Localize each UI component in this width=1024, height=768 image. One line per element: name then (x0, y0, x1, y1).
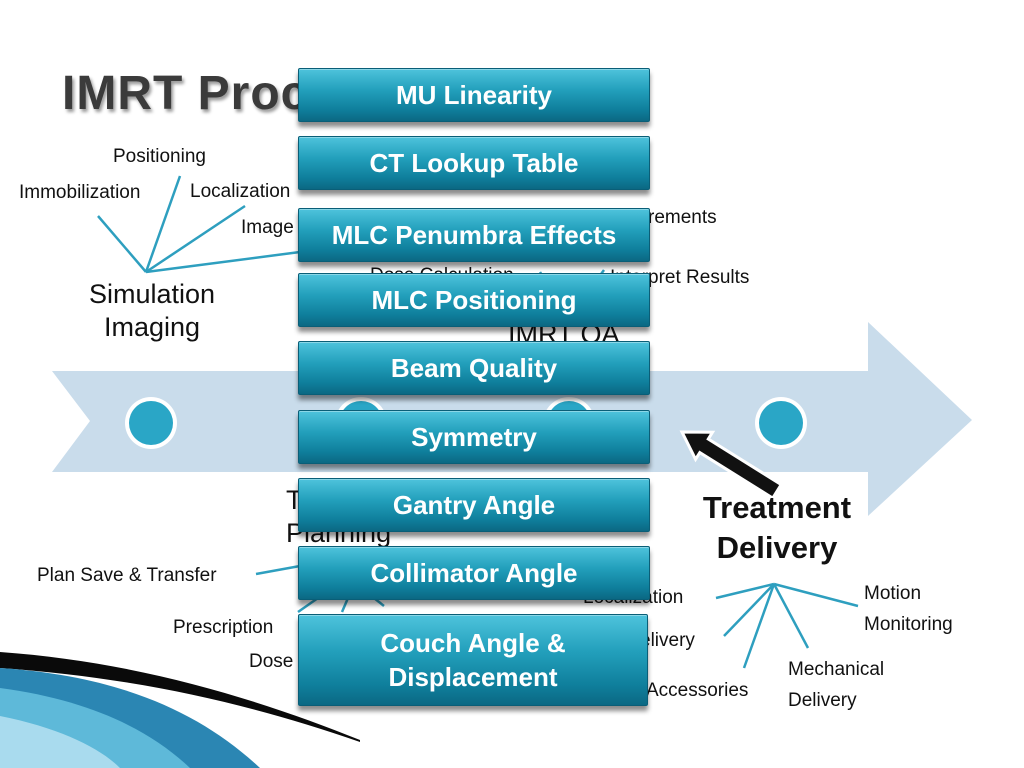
qa-check-beam-quality[interactable]: Beam Quality (298, 341, 650, 395)
simulation-branch-lines (97, 175, 301, 274)
qa-check-collimator-angle[interactable]: Collimator Angle (298, 546, 650, 600)
branch-label-motion-monitoring: Motion Monitoring (864, 583, 953, 635)
branch-label-localization: Localization (190, 181, 291, 202)
pointer-arrow-icon (679, 430, 784, 501)
stage-node-icon (125, 397, 177, 449)
stage-label-delivery: Treatment Delivery (702, 490, 852, 565)
branch-label-positioning: Positioning (113, 146, 206, 167)
branch-label-image: Image (241, 217, 294, 238)
branch-label-immobilization: Immobilization (19, 182, 141, 203)
corner-wave-decoration (0, 652, 360, 768)
slide-title: IMRT Proc (62, 67, 309, 120)
qa-check-couch-angle-displacement[interactable]: Couch Angle & Displacement (298, 614, 648, 706)
branch-label-prescription: Prescription (173, 617, 274, 638)
delivery-branch-lines (715, 582, 859, 669)
branch-label-delivery: elivery (640, 630, 695, 651)
qa-check-symmetry[interactable]: Symmetry (298, 410, 650, 464)
qa-check-mlc-penumbra-effects[interactable]: MLC Penumbra Effects (298, 208, 650, 262)
qa-check-gantry-angle[interactable]: Gantry Angle (298, 478, 650, 532)
branch-label-plan-save-transfer: Plan Save & Transfer (37, 565, 217, 586)
qa-check-ct-lookup-table[interactable]: CT Lookup Table (298, 136, 650, 190)
qa-check-mu-linearity[interactable]: MU Linearity (298, 68, 650, 122)
stage-node-icon (755, 397, 807, 449)
branch-label-measurements: rements (648, 207, 717, 228)
stage-label-simulation: Simulation Imaging (88, 279, 216, 342)
qa-check-mlc-positioning[interactable]: MLC Positioning (298, 273, 650, 327)
branch-label-dose: Dose (249, 651, 294, 672)
branch-label-mechanical-delivery: Mechanical Delivery (788, 659, 885, 711)
branch-label-accessories: Accessories (646, 680, 749, 701)
